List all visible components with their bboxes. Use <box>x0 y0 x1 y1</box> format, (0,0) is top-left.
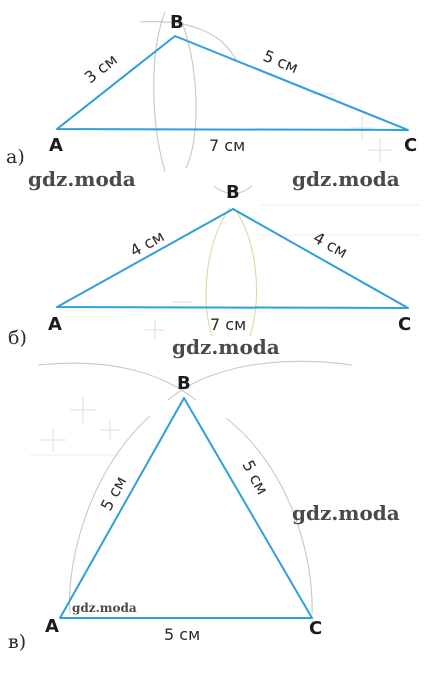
panel-b: B A C 4 см 4 см 7 см б) gdz.moda <box>8 182 411 359</box>
vertex-label-a: A <box>49 135 63 156</box>
vertex-label-a: A <box>48 314 62 335</box>
construction-arc-b-2 <box>233 207 258 337</box>
side-label-ab: 4 см <box>127 226 168 260</box>
construction-arc-b-1 <box>205 207 231 337</box>
construction-arc-a-2 <box>139 20 237 61</box>
watermark: gdz.moda <box>292 501 400 525</box>
panel-c: B A C 5 см 5 см 5 см в) gdz.moda gdz.mod… <box>8 360 400 653</box>
panel-marker: а) <box>6 146 25 168</box>
watermark: gdz.moda <box>72 601 137 615</box>
panel-marker: в) <box>8 631 26 653</box>
vertex-label-a: A <box>45 616 59 637</box>
construction-arc-c-1 <box>37 362 197 401</box>
watermark: gdz.moda <box>292 167 400 191</box>
vertex-label-b: B <box>226 182 240 203</box>
triangle-c <box>59 397 313 619</box>
construction-arc-c-3 <box>69 415 151 615</box>
construction-arc-c-4 <box>225 417 313 615</box>
vertex-label-b: B <box>177 373 191 394</box>
vertex-label-c: C <box>309 618 322 639</box>
vertex-label-b: B <box>170 12 184 33</box>
triangle-a <box>56 35 409 131</box>
panel-a: B A C 3 см 5 см 7 см а) gdz.moda gdz.mod… <box>6 11 417 191</box>
watermark: gdz.moda <box>172 335 280 359</box>
triangle-b <box>56 208 409 309</box>
background-marks <box>30 93 420 456</box>
side-label-ac: 5 см <box>164 625 200 644</box>
side-label-ab: 3 см <box>81 50 121 87</box>
construction-arc-b-3 <box>213 185 253 195</box>
vertex-label-c: C <box>404 135 417 156</box>
construction-arc-c-2 <box>167 360 353 401</box>
watermark: gdz.moda <box>28 167 136 191</box>
construction-arc-a-3 <box>181 21 197 169</box>
side-label-ac: 7 см <box>210 315 246 334</box>
panel-marker: б) <box>8 327 27 349</box>
vertex-label-c: C <box>398 314 411 335</box>
construction-arc-a-1 <box>153 11 166 173</box>
side-label-ac: 7 см <box>209 136 245 155</box>
